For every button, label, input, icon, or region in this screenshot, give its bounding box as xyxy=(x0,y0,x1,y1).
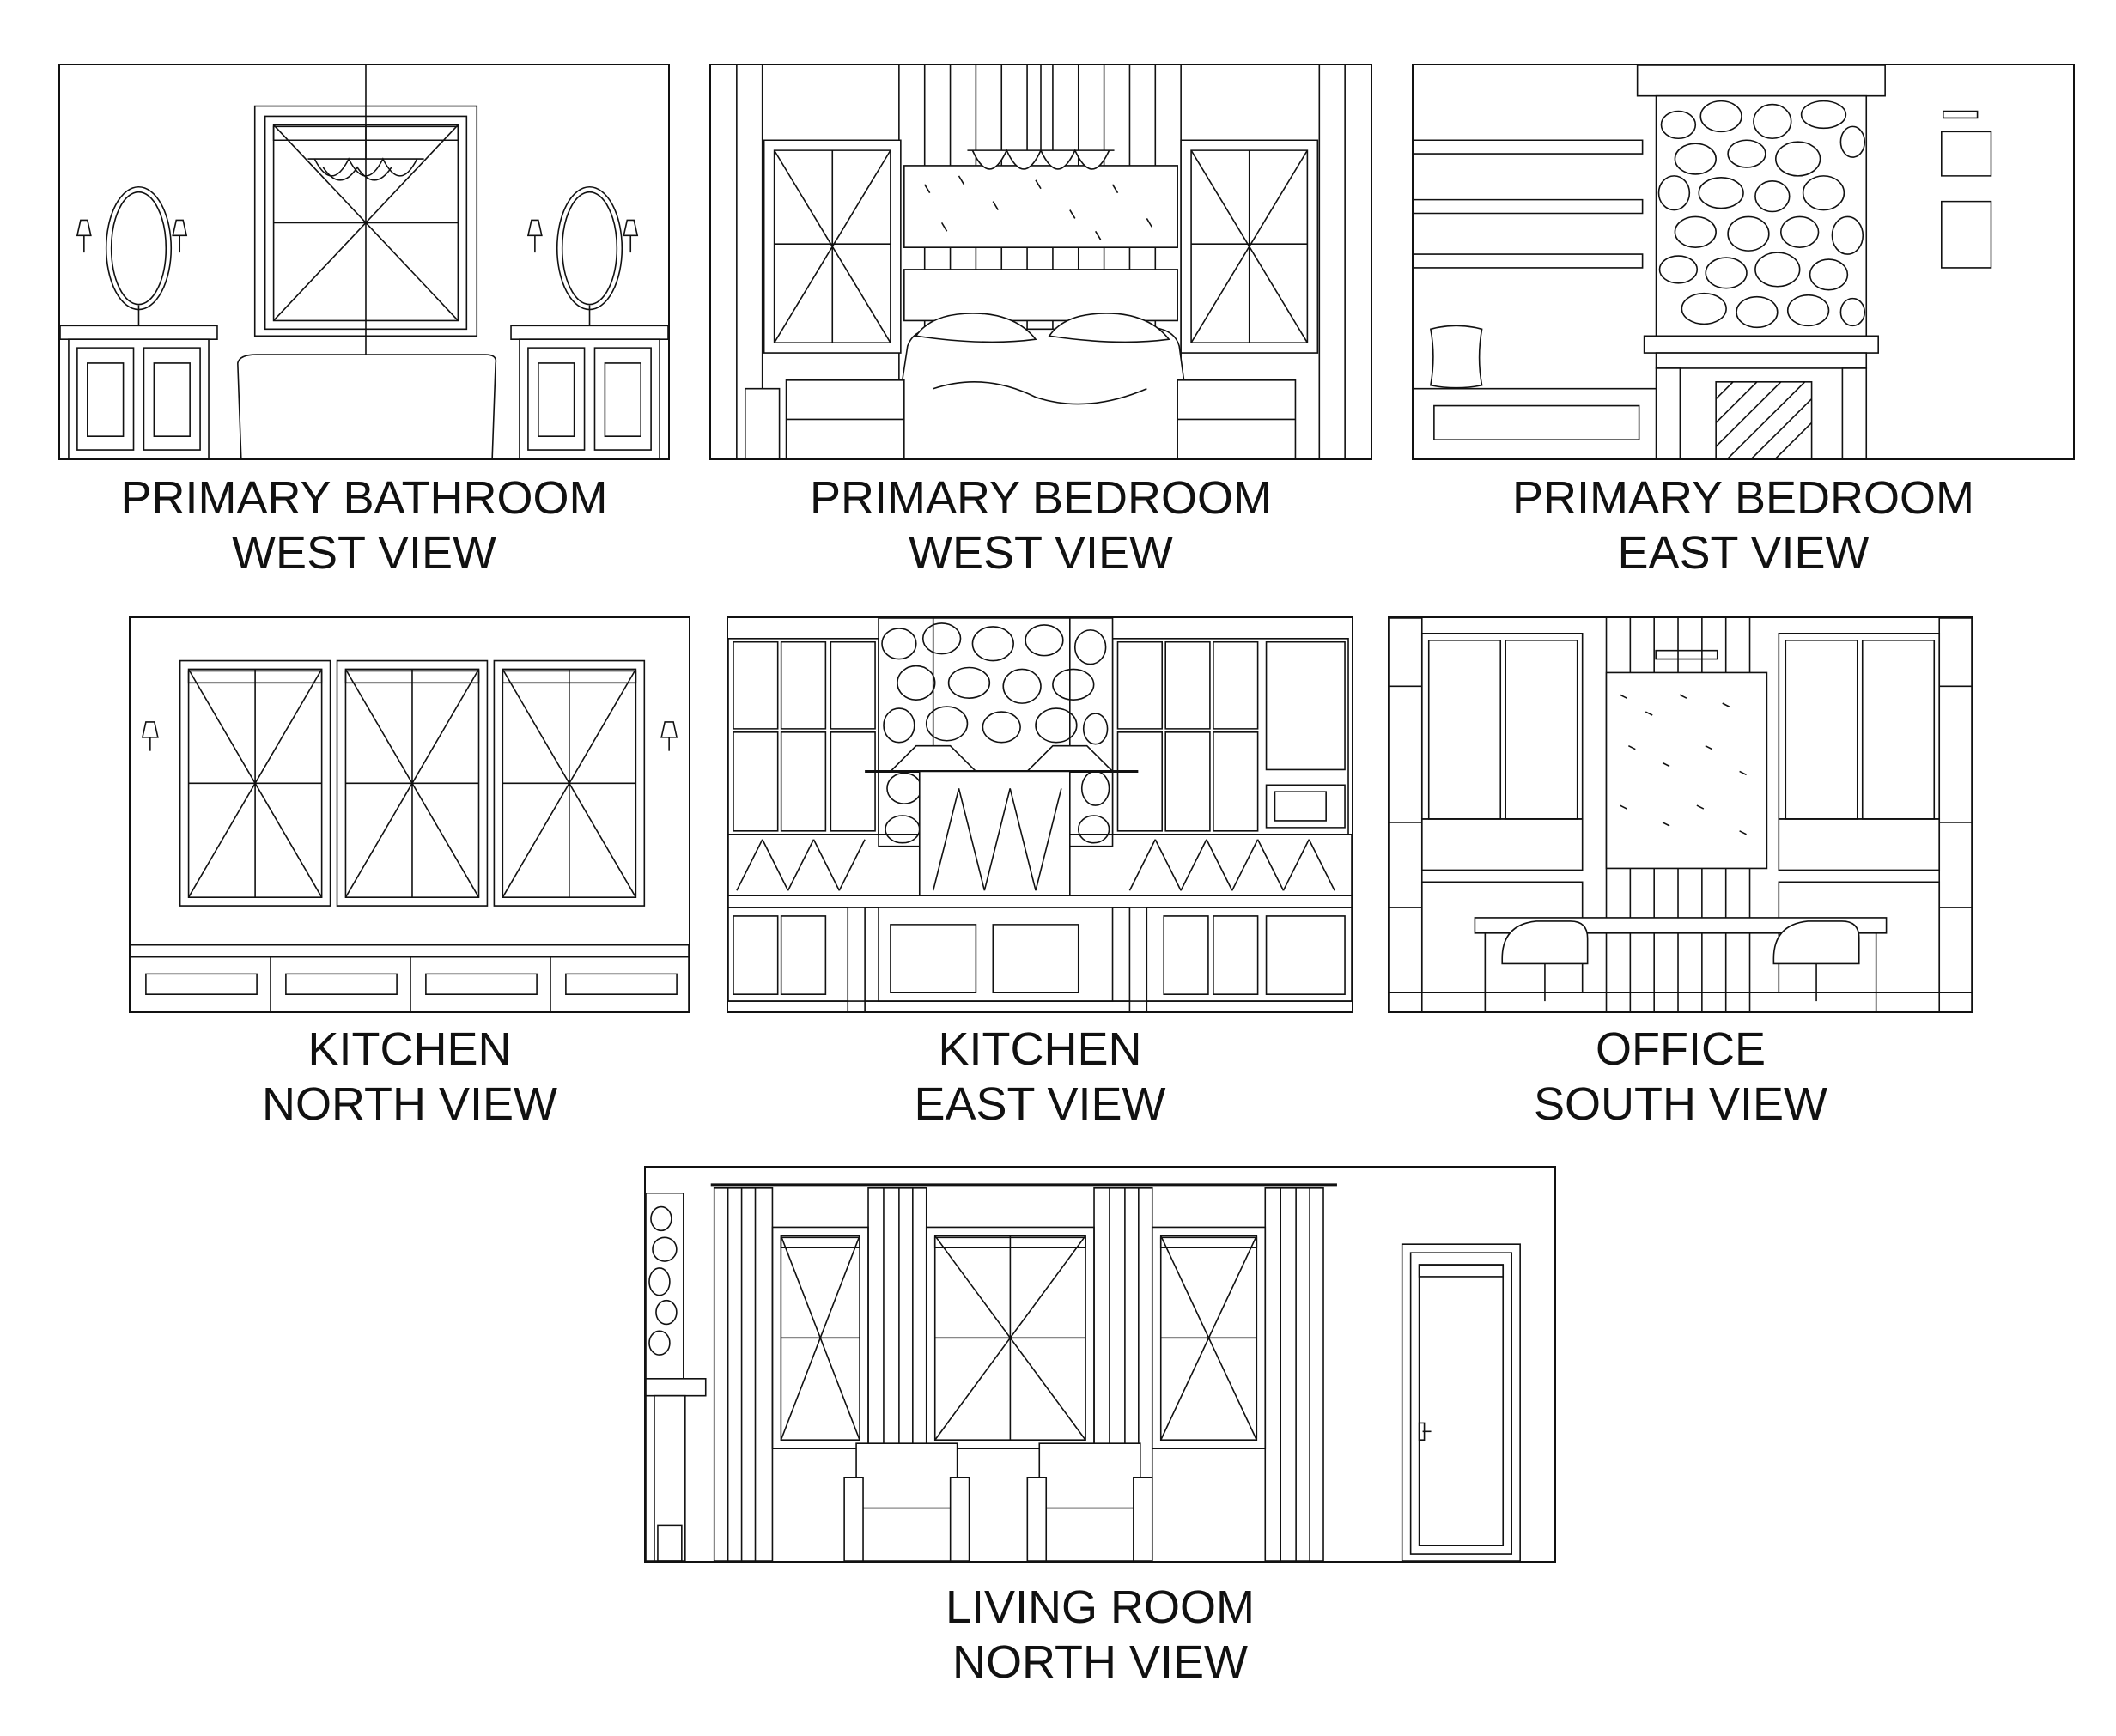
pillow-icon xyxy=(1431,325,1482,387)
caption-line2: NORTH VIEW xyxy=(952,1636,1248,1688)
wall-art-icon xyxy=(904,166,1177,247)
elevation-primary-bedroom-east xyxy=(1412,64,2075,460)
elevation-office-south xyxy=(1388,616,1973,1013)
caption-line1: PRIMARY BEDROOM xyxy=(809,472,1273,524)
caption-line2: NORTH VIEW xyxy=(261,1078,557,1130)
elevation-primary-bedroom-west xyxy=(709,64,1372,460)
door-icon xyxy=(1402,1244,1520,1561)
bathtub-icon xyxy=(238,355,496,458)
caption-primary-bathroom-west: PRIMARY BATHROOM WEST VIEW xyxy=(58,470,670,580)
caption-line1: OFFICE xyxy=(1596,1023,1766,1075)
stone-pattern-icon xyxy=(882,623,1110,843)
bedroom-east-drawing xyxy=(1414,65,2073,458)
elevation-kitchen-north xyxy=(129,616,690,1013)
bedroom-west-drawing xyxy=(711,65,1371,458)
stone-pattern-icon xyxy=(1659,101,1865,328)
kitchen-north-drawing xyxy=(131,618,689,1011)
caption-line2: WEST VIEW xyxy=(908,527,1174,579)
caption-line1: LIVING ROOM xyxy=(945,1581,1256,1633)
caption-line2: SOUTH VIEW xyxy=(1533,1078,1827,1130)
wall-art-icon xyxy=(1607,672,1767,868)
caption-office-south: OFFICE SOUTH VIEW xyxy=(1388,1022,1973,1132)
caption-line2: EAST VIEW xyxy=(1617,527,1870,579)
armchair-icon xyxy=(844,1443,969,1561)
elevation-primary-bathroom-west xyxy=(58,64,670,460)
caption-line2: WEST VIEW xyxy=(231,527,497,579)
bathroom-drawing xyxy=(60,65,668,458)
caption-kitchen-east: KITCHEN EAST VIEW xyxy=(727,1022,1353,1132)
caption-line1: PRIMARY BEDROOM xyxy=(1511,472,1975,524)
office-chair-icon xyxy=(1502,921,1587,964)
picture-frame-icon xyxy=(1942,131,1991,176)
window-icon xyxy=(180,661,331,907)
kitchen-east-drawing xyxy=(728,618,1352,1011)
range-icon xyxy=(879,907,1112,1001)
elevation-living-room-north xyxy=(644,1166,1556,1563)
caption-line2: EAST VIEW xyxy=(914,1078,1166,1130)
office-south-drawing xyxy=(1389,618,1972,1011)
herringbone-tile-icon xyxy=(737,788,1335,890)
caption-primary-bedroom-west: PRIMARY BEDROOM WEST VIEW xyxy=(709,470,1372,580)
chandelier-icon xyxy=(967,150,1114,169)
caption-line1: KITCHEN xyxy=(307,1023,512,1075)
drapery-icon xyxy=(714,1188,773,1561)
sconce-icon xyxy=(143,722,158,751)
caption-living-room-north: LIVING ROOM NORTH VIEW xyxy=(644,1580,1556,1690)
oval-mirror-icon xyxy=(106,187,172,310)
caption-kitchen-north: KITCHEN NORTH VIEW xyxy=(129,1022,690,1132)
caption-line1: KITCHEN xyxy=(938,1023,1142,1075)
caption-line1: PRIMARY BATHROOM xyxy=(120,472,608,524)
caption-primary-bedroom-east: PRIMARY BEDROOM EAST VIEW xyxy=(1412,470,2075,580)
elevation-kitchen-east xyxy=(727,616,1353,1013)
living-room-drawing xyxy=(646,1168,1554,1561)
bed-icon xyxy=(891,327,1195,458)
chandelier-icon xyxy=(307,159,423,180)
